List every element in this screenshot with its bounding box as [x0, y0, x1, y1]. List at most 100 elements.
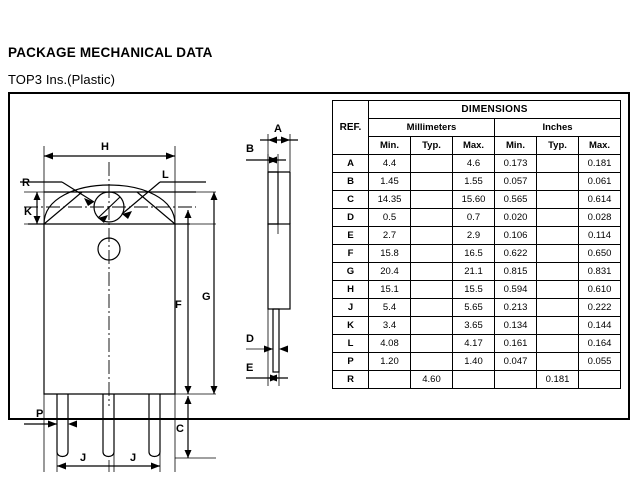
dimension-C	[184, 396, 192, 458]
label-P: P	[36, 408, 43, 420]
cell-in-min: 0.815	[494, 262, 537, 281]
cell-in-min: 0.565	[494, 190, 537, 209]
cell-mm-typ	[410, 244, 453, 263]
drawing-frame: H R L K F G C P J J	[8, 92, 630, 472]
cell-in-typ: 0.181	[536, 370, 579, 389]
cell-in-typ	[536, 352, 579, 371]
cell-mm-typ	[410, 298, 453, 317]
cell-ref: A	[332, 154, 369, 173]
cell-in-max: 0.164	[577, 334, 622, 353]
cell-mm-min: 15.8	[368, 244, 411, 263]
cell-ref: B	[332, 172, 369, 191]
cell-in-min: 0.213	[494, 298, 537, 317]
cell-in-typ	[536, 172, 579, 191]
dimension-H	[44, 152, 175, 160]
cell-in-min: 0.057	[494, 172, 537, 191]
table-header-row-units: Millimeters Inches	[333, 118, 622, 137]
cell-mm-max: 1.40	[452, 352, 495, 371]
cell-mm-max: 2.9	[452, 226, 495, 245]
cell-in-min: 0.047	[494, 352, 537, 371]
cell-mm-min: 15.1	[368, 280, 411, 299]
dimension-P	[24, 420, 77, 428]
side-lead	[272, 308, 280, 373]
cell-mm-typ	[410, 316, 453, 335]
header-dimensions: DIMENSIONS	[367, 100, 622, 119]
cell-ref: J	[332, 298, 369, 317]
dimension-E	[246, 374, 288, 382]
header-mm-min: Min.	[368, 136, 411, 155]
header-in-typ: Typ.	[536, 136, 579, 155]
cell-ref: H	[332, 280, 369, 299]
cell-in-max: 0.610	[577, 280, 622, 299]
cell-mm-max: 4.6	[452, 154, 495, 173]
header-in-min: Min.	[494, 136, 537, 155]
label-R: R	[22, 177, 30, 189]
cell-mm-typ: 4.60	[410, 370, 453, 389]
cell-mm-max: 1.55	[452, 172, 495, 191]
cell-mm-min	[368, 370, 411, 389]
cell-in-max: 0.222	[577, 298, 622, 317]
header-inches: Inches	[493, 118, 622, 137]
cell-mm-max: 3.65	[452, 316, 495, 335]
cell-mm-max: 16.5	[452, 244, 495, 263]
package-body-top-arc	[43, 184, 176, 225]
cell-ref: E	[332, 226, 369, 245]
label-J-right: J	[130, 452, 136, 464]
cell-in-min: 0.106	[494, 226, 537, 245]
dimension-G	[210, 192, 218, 394]
table-header-row-dimensions: REF. DIMENSIONS	[332, 100, 622, 155]
cell-in-min	[494, 370, 537, 389]
label-C: C	[176, 423, 184, 435]
cell-in-min: 0.161	[494, 334, 537, 353]
side-tab	[267, 171, 279, 225]
dimension-D	[264, 345, 288, 353]
cell-in-max: 0.055	[577, 352, 622, 371]
dimension-J	[57, 460, 160, 472]
cell-mm-min: 14.35	[368, 190, 411, 209]
cell-in-typ	[536, 316, 579, 335]
cell-in-typ	[536, 154, 579, 173]
cell-mm-max: 21.1	[452, 262, 495, 281]
cell-in-max: 0.028	[577, 208, 622, 227]
cell-ref: L	[332, 334, 369, 353]
label-H: H	[101, 141, 109, 153]
cell-mm-min: 2.7	[368, 226, 411, 245]
cell-mm-max: 15.5	[452, 280, 495, 299]
cell-in-max: 0.114	[577, 226, 622, 245]
cell-mm-min: 5.4	[368, 298, 411, 317]
cell-in-min: 0.622	[494, 244, 537, 263]
header-in-max: Max.	[577, 136, 622, 155]
cell-in-min: 0.594	[494, 280, 537, 299]
cell-ref: D	[332, 208, 369, 227]
leader-L	[121, 181, 206, 219]
cell-mm-min: 1.45	[368, 172, 411, 191]
cell-mm-typ	[410, 280, 453, 299]
cell-in-typ	[536, 226, 579, 245]
cell-ref: P	[332, 352, 369, 371]
dimension-K	[33, 192, 41, 224]
cell-mm-typ	[410, 154, 453, 173]
cell-mm-max: 15.60	[452, 190, 495, 209]
cell-mm-min: 3.4	[368, 316, 411, 335]
label-J-left: J	[80, 452, 86, 464]
cell-mm-min: 20.4	[368, 262, 411, 281]
label-B: B	[246, 143, 254, 155]
cell-in-typ	[536, 262, 579, 281]
lead-center	[102, 394, 115, 458]
cell-mm-typ	[410, 226, 453, 245]
dimensions-table-wrap: REF. DIMENSIONS Millimeters Inches Min. …	[332, 100, 622, 389]
cell-mm-typ	[410, 334, 453, 353]
cell-ref: R	[332, 370, 369, 389]
cell-mm-typ	[410, 208, 453, 227]
